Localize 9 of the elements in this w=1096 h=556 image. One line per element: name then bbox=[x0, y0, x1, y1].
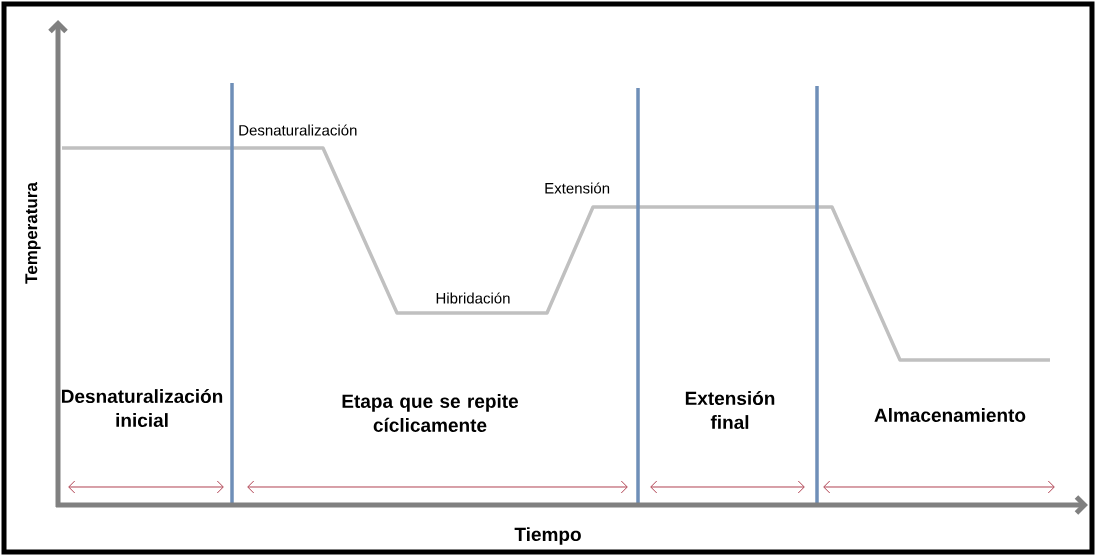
phase-label: Extensión final bbox=[685, 390, 775, 430]
axis-label: Temperatura bbox=[25, 182, 41, 284]
step-label: Extensión bbox=[543, 181, 612, 195]
phase-label: Almacenamiento bbox=[874, 408, 1026, 422]
phase-label: Desnaturalización inicial bbox=[62, 388, 223, 428]
step-label: Hibridación bbox=[436, 292, 510, 304]
axis-label: Tiempo bbox=[514, 527, 581, 545]
step-label: Desnaturalización bbox=[239, 124, 357, 136]
phase-label: Etapa que se repite cíclicamente bbox=[342, 394, 518, 432]
